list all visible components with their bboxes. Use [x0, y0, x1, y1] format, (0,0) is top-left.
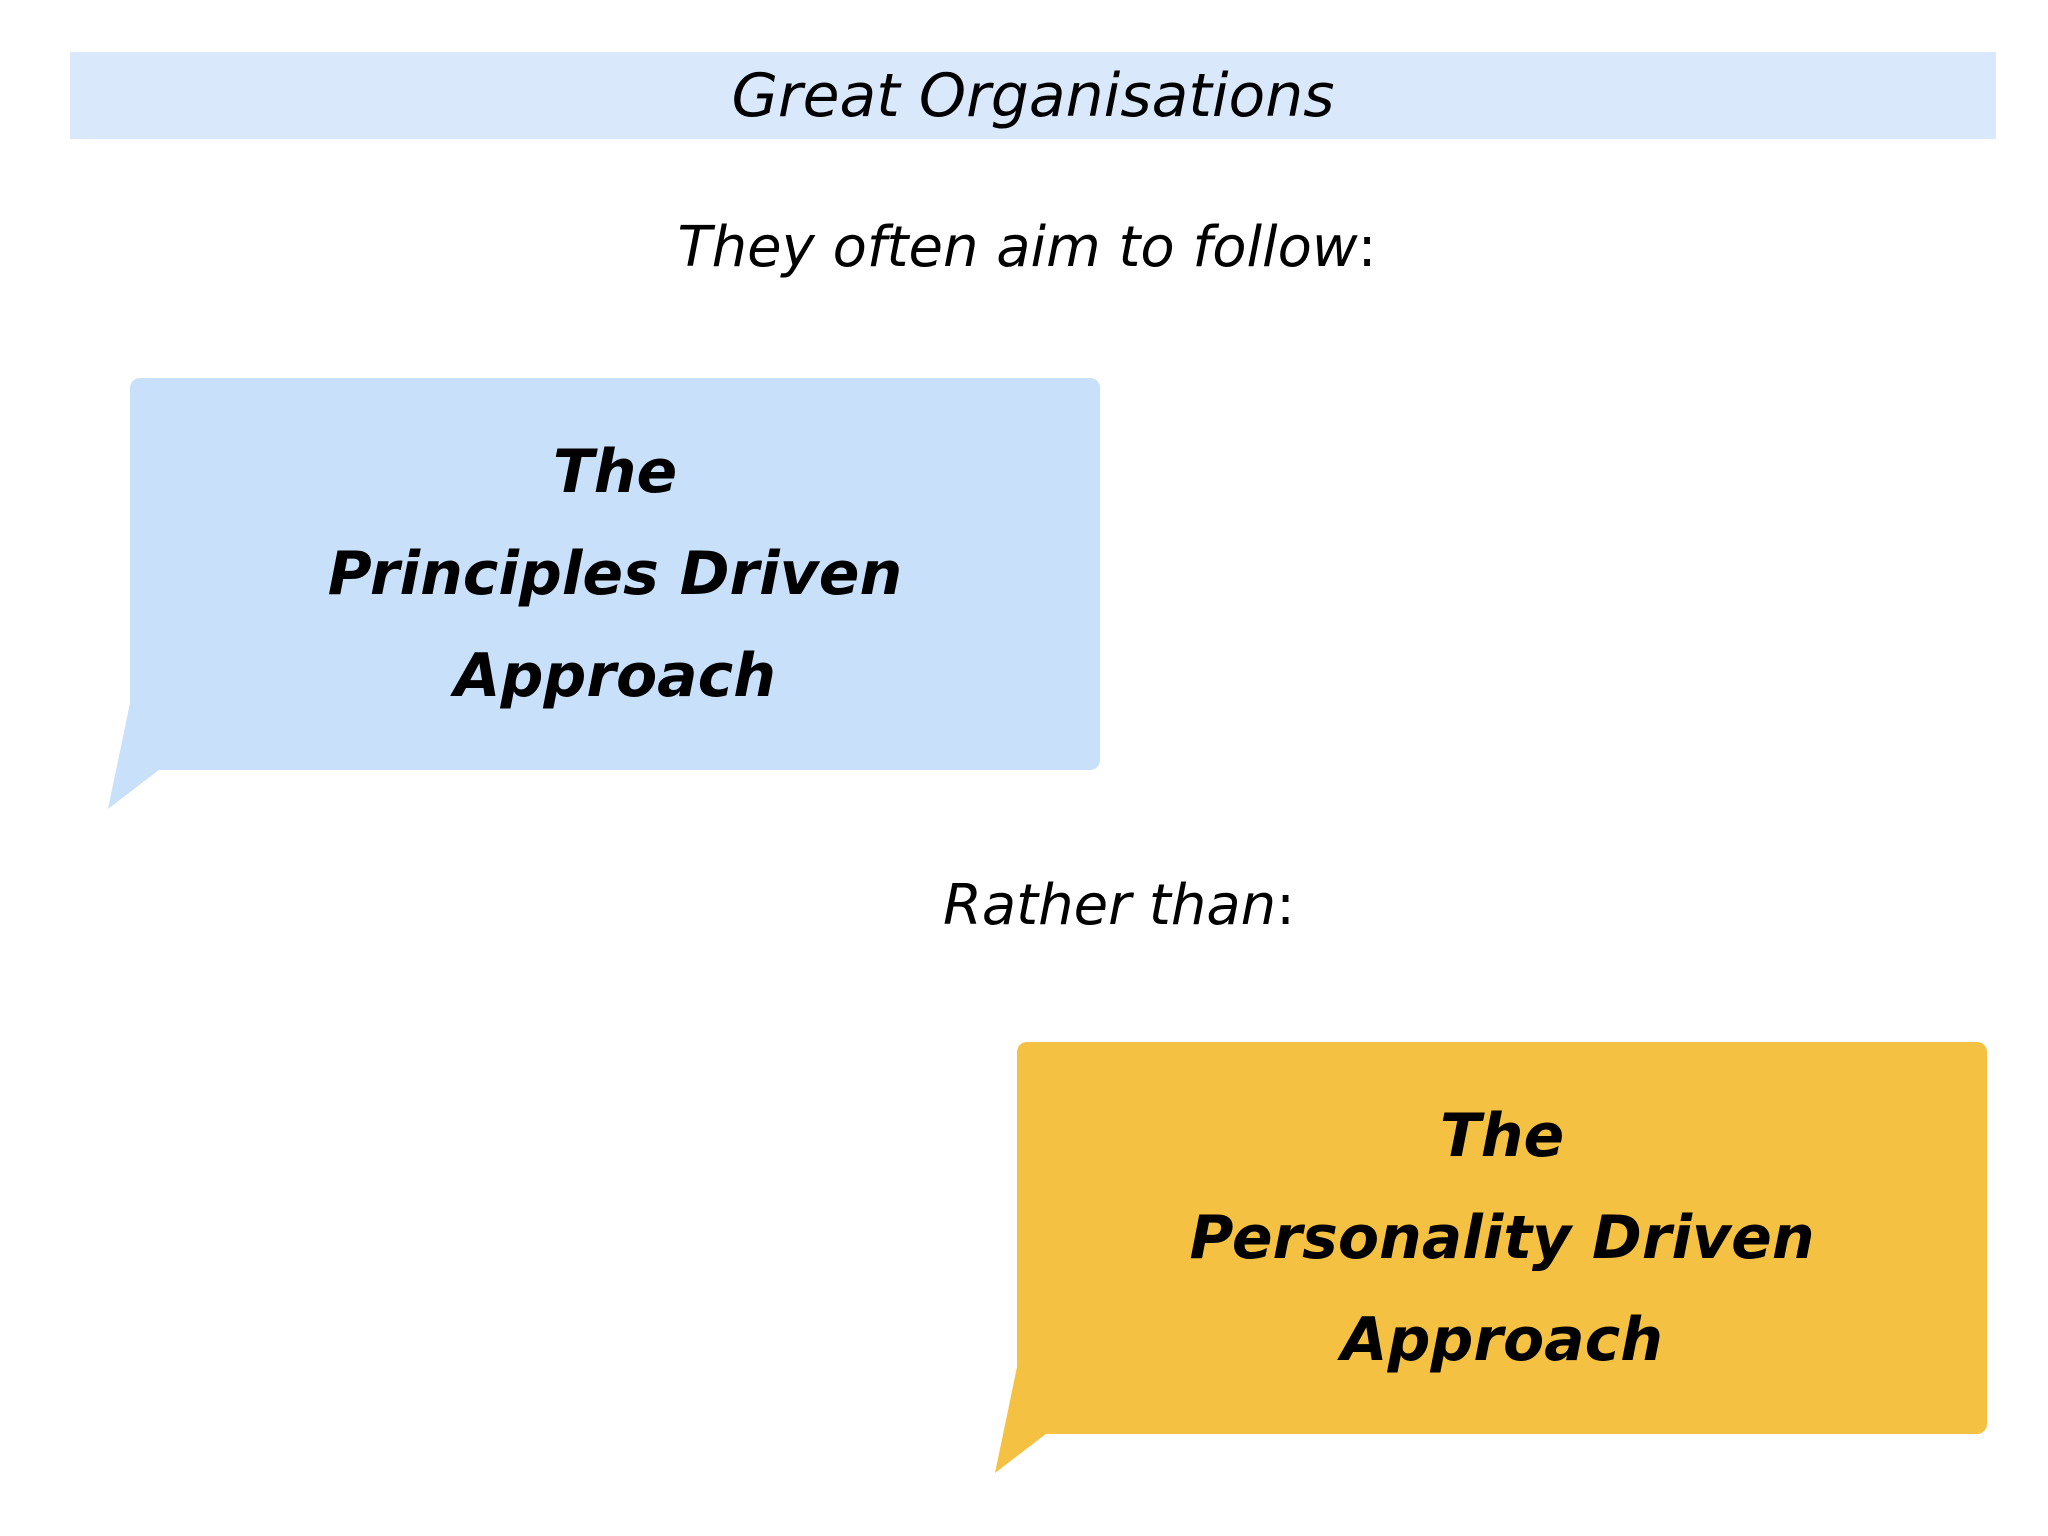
follow-caption-text: They often aim to follow [677, 215, 1358, 280]
rather-caption: Rather than: [0, 878, 2048, 934]
follow-caption-colon: : [1357, 215, 1377, 280]
rather-caption-colon: : [1276, 873, 1296, 938]
principles-line-3: Approach [454, 641, 776, 711]
personality-line-3: Approach [1341, 1305, 1663, 1375]
rather-caption-text: Rather than [942, 873, 1277, 938]
personality-line-2: Personality Driven [1189, 1203, 1815, 1273]
personality-speech-bubble: The Personality Driven Approach [995, 1042, 1995, 1476]
personality-bubble-box: The Personality Driven Approach [1017, 1042, 1987, 1434]
page-title: Great Organisations [731, 60, 1335, 131]
personality-line-1: The [1439, 1101, 1565, 1171]
title-bar: Great Organisations [70, 52, 1996, 139]
follow-caption: They often aim to follow: [0, 220, 2048, 276]
principles-speech-bubble: The Principles Driven Approach [108, 378, 1108, 809]
principles-line-1: The [552, 437, 678, 507]
principles-bubble-box: The Principles Driven Approach [130, 378, 1100, 770]
principles-line-2: Principles Driven [327, 539, 903, 609]
